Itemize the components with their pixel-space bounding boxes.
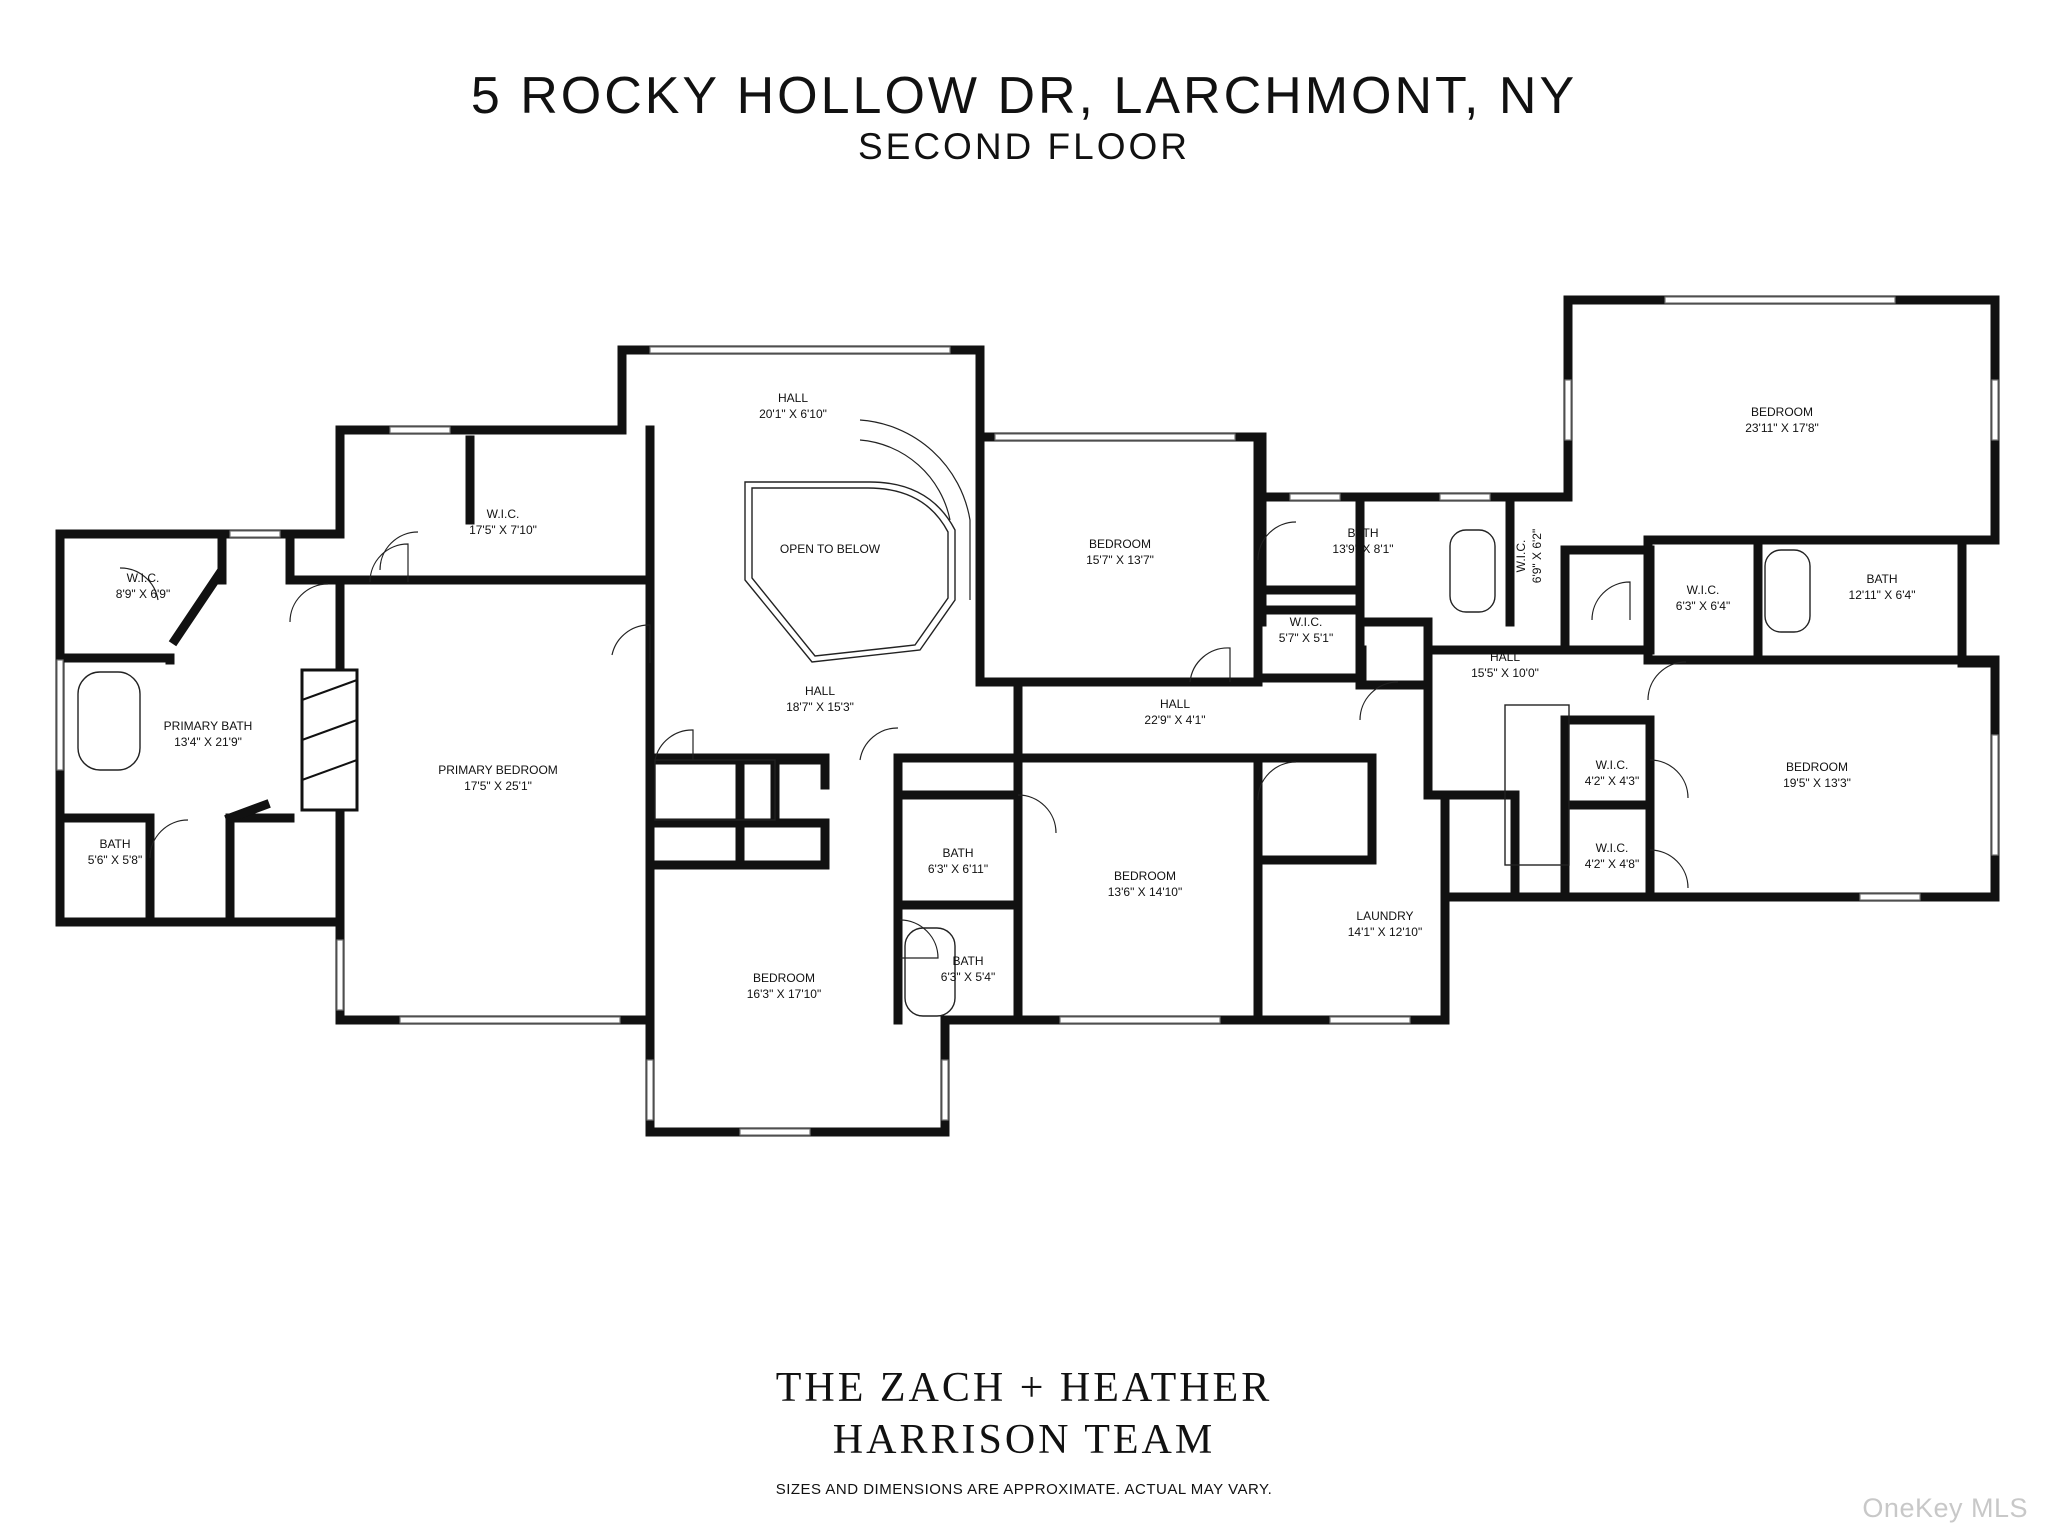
room-dims: 4'2" X 4'3" xyxy=(1585,774,1639,788)
room-name: HALL xyxy=(1490,650,1520,664)
room-name: PRIMARY BEDROOM xyxy=(438,763,558,777)
floor-subtitle: SECOND FLOOR xyxy=(857,126,1191,167)
room-name: HALL xyxy=(805,684,835,698)
watermark: OneKey MLS xyxy=(1862,1493,2028,1523)
room-dims: 8'9" X 6'9" xyxy=(116,587,170,601)
room-dims: 15'5" X 10'0" xyxy=(1471,666,1539,680)
staircases xyxy=(654,704,1570,866)
room-dims: 13'4" X 21'9" xyxy=(174,735,242,749)
room-name: BEDROOM xyxy=(1089,537,1151,551)
room-name: BATH xyxy=(99,837,130,851)
room-name: OPEN TO BELOW xyxy=(780,542,881,556)
doors xyxy=(119,521,1689,959)
room-dims: 18'7" X 15'3" xyxy=(786,700,854,714)
room-dims: 20'1" X 6'10" xyxy=(759,407,827,421)
team-name-line1: THE ZACH + HEATHER xyxy=(775,1365,1273,1411)
room-name: W.I.C. xyxy=(1514,540,1528,573)
page-title: 5 ROCKY HOLLOW DR, LARCHMONT, NY xyxy=(470,67,1578,125)
room-name: HALL xyxy=(778,391,808,405)
room-dims: 17'5" X 7'10" xyxy=(469,523,537,537)
room-name: W.I.C. xyxy=(1596,841,1629,855)
room-dims: 15'7" X 13'7" xyxy=(1086,553,1154,567)
windows xyxy=(56,296,1999,1136)
room-name: W.I.C. xyxy=(487,507,520,521)
room-dims: 13'6" X 14'10" xyxy=(1108,885,1183,899)
room-name: HALL xyxy=(1160,697,1190,711)
room-dims: 14'1" X 12'10" xyxy=(1348,925,1423,939)
room-dims: 5'6" X 5'8" xyxy=(88,853,142,867)
room-name: BEDROOM xyxy=(1786,760,1848,774)
room-name: BATH xyxy=(942,846,973,860)
room-dims: 6'3" X 5'4" xyxy=(941,970,995,984)
room-name: PRIMARY BATH xyxy=(164,719,253,733)
room-name: BEDROOM xyxy=(1114,869,1176,883)
room-name: W.I.C. xyxy=(1687,583,1720,597)
room-name: BEDROOM xyxy=(753,971,815,985)
room-dims: 6'9" X 6'2" xyxy=(1530,529,1544,583)
team-name-line2: HARRISON TEAM xyxy=(832,1417,1216,1463)
room-dims: 23'11" X 17'8" xyxy=(1745,421,1819,435)
open-to-below-area xyxy=(744,419,971,663)
room-dims: 17'5" X 25'1" xyxy=(464,779,532,793)
room-labels: W.I.C. 8'9" X 6'9" PRIMARY BATH 13'4" X … xyxy=(88,391,1916,1001)
room-name: BATH xyxy=(1347,526,1378,540)
fireplace-icon xyxy=(300,668,359,812)
room-dims: 13'9" X 8'1" xyxy=(1332,542,1393,556)
room-dims: 5'7" X 5'1" xyxy=(1279,631,1333,645)
room-dims: 16'3" X 17'10" xyxy=(747,987,822,1001)
room-name: BATH xyxy=(952,954,983,968)
room-name: W.I.C. xyxy=(1596,758,1629,772)
room-dims: 4'2" X 4'8" xyxy=(1585,857,1639,871)
room-name: W.I.C. xyxy=(1290,615,1323,629)
room-dims: 6'3" X 6'11" xyxy=(928,862,988,876)
bathtub-icons xyxy=(77,529,1811,1017)
room-dims: 19'5" X 13'3" xyxy=(1783,776,1851,790)
room-dims: 22'9" X 4'1" xyxy=(1144,713,1205,727)
room-name: BATH xyxy=(1866,572,1897,586)
room-name: LAUNDRY xyxy=(1356,909,1413,923)
disclaimer: SIZES AND DIMENSIONS ARE APPROXIMATE. AC… xyxy=(775,1481,1273,1498)
room-dims: 6'3" X 6'4" xyxy=(1676,599,1730,613)
room-name: W.I.C. xyxy=(127,571,160,585)
room-dims: 12'11" X 6'4" xyxy=(1849,588,1916,602)
room-name: BEDROOM xyxy=(1751,405,1813,419)
